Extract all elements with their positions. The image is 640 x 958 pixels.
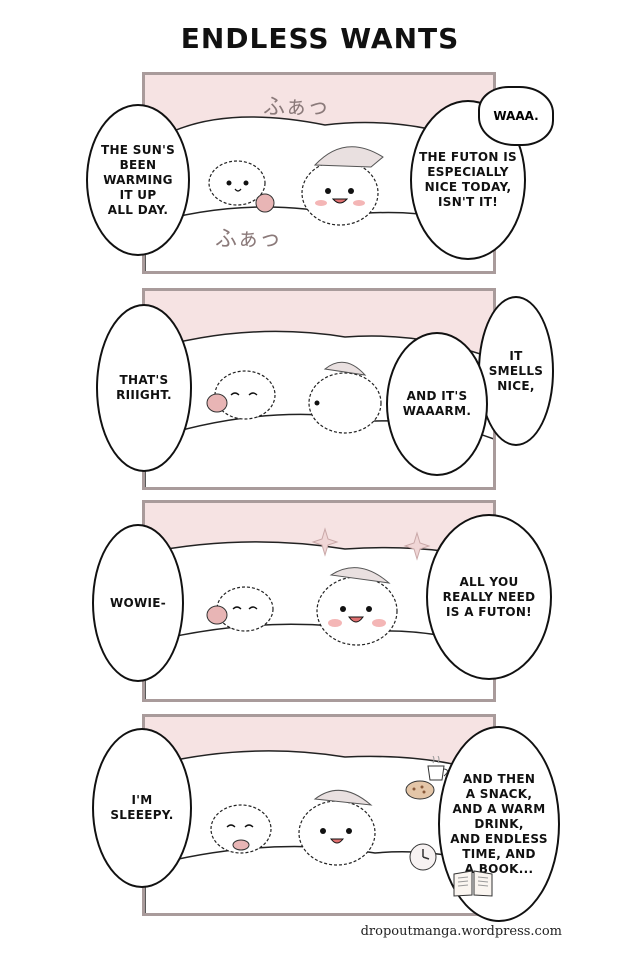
speech-bubble-left-1: THE SUN'S BEEN WARMING IT UP ALL DAY. <box>86 104 190 256</box>
coffee-cup-icon <box>427 756 448 781</box>
panel-1-scene <box>145 116 493 271</box>
credit-url: dropoutmanga.wordpress.com <box>360 924 562 939</box>
speech-bubble-left-4: I'M SLEEEPY. <box>92 728 192 888</box>
shout-bubble-1: WAAA. <box>478 86 554 146</box>
speech-bubble-right-top-2: IT SMELLS NICE, <box>478 296 554 446</box>
speech-bubble-right-1: THE FUTON IS ESPECIALLY NICE TODAY, ISN'… <box>410 100 526 260</box>
speech-bubble-left-2: THAT'S RIIIGHT. <box>96 304 192 472</box>
speech-bubble-right-2: AND IT'S WAAARM. <box>386 332 488 476</box>
sfx-top: ふぁっ <box>263 95 330 120</box>
book-icon <box>453 870 493 897</box>
panel-3-scene <box>145 527 493 699</box>
cookie-icon <box>405 780 435 800</box>
speech-bubble-left-3: WOWIE- <box>92 524 184 682</box>
sfx-bottom: ふぁっ <box>215 227 282 252</box>
clock-icon <box>409 843 437 871</box>
comic-title: ENDLESS WANTS <box>180 22 460 55</box>
speech-bubble-right-3: ALL YOU REALLY NEED IS A FUTON! <box>426 514 552 680</box>
